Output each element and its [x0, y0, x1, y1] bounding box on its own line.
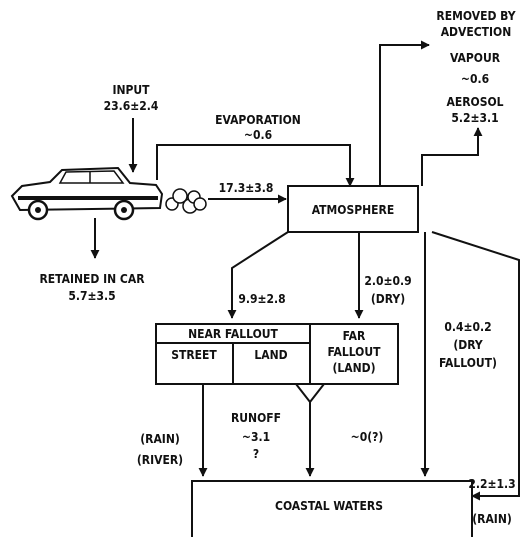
coastal-waters-label: COASTAL WATERS	[275, 499, 383, 513]
runoff-question: ?	[253, 447, 259, 461]
evaporation-arrow	[157, 145, 350, 186]
dry-right-line2: FALLOUT)	[439, 356, 497, 370]
evaporation-value: ~0.6	[244, 128, 272, 142]
aerosol-value: 5.2±3.1	[451, 111, 498, 125]
far-line3: (LAND)	[332, 361, 375, 375]
vapour-value: ~0.6	[461, 72, 489, 86]
retained-title: RETAINED IN CAR	[39, 272, 145, 286]
removed-by-label: REMOVED BY	[436, 9, 515, 23]
advection-label: ADVECTION	[441, 25, 512, 39]
evaporation-title: EVAPORATION	[215, 113, 301, 127]
dry-right-value: 0.4±0.2	[444, 320, 491, 334]
land-label: LAND	[254, 348, 287, 362]
atmosphere-label: ATMOSPHERE	[312, 203, 395, 217]
exhaust-value: 17.3±3.8	[219, 181, 274, 195]
land-runoff-join	[296, 384, 324, 402]
retained-value: 5.7±3.5	[68, 289, 115, 303]
vapour-title: VAPOUR	[450, 51, 501, 65]
dry-far-tag: (DRY)	[371, 292, 405, 306]
rain-left-label: (RAIN)	[140, 432, 180, 446]
approx-zero: ~0(?)	[351, 430, 384, 444]
dry-far-value: 2.0±0.9	[364, 274, 411, 288]
runoff-value: ~3.1	[242, 430, 270, 444]
input-value: 23.6±2.4	[104, 99, 159, 113]
street-label: STREET	[171, 348, 217, 362]
dry-right-line1: (DRY	[453, 338, 483, 352]
near-fallout-value: 9.9±2.8	[238, 292, 285, 306]
aerosol-arrow	[422, 128, 478, 186]
rain-value: 2.2±1.3	[468, 477, 515, 491]
far-line2: FALLOUT	[328, 345, 382, 359]
aerosol-title: AEROSOL	[446, 95, 503, 109]
river-left-label: (RIVER)	[137, 453, 183, 467]
near-fallout-header: NEAR FALLOUT	[188, 327, 278, 341]
far-line1: FAR	[343, 329, 366, 343]
labels: INPUT 23.6±2.4 RETAINED IN CAR 5.7±3.5 E…	[39, 9, 515, 526]
car-illustration	[12, 168, 162, 219]
input-title: INPUT	[112, 83, 150, 97]
rain-right-label: (RAIN)	[472, 512, 512, 526]
runoff-title: RUNOFF	[231, 411, 281, 425]
exhaust-cloud-icon	[166, 189, 206, 213]
